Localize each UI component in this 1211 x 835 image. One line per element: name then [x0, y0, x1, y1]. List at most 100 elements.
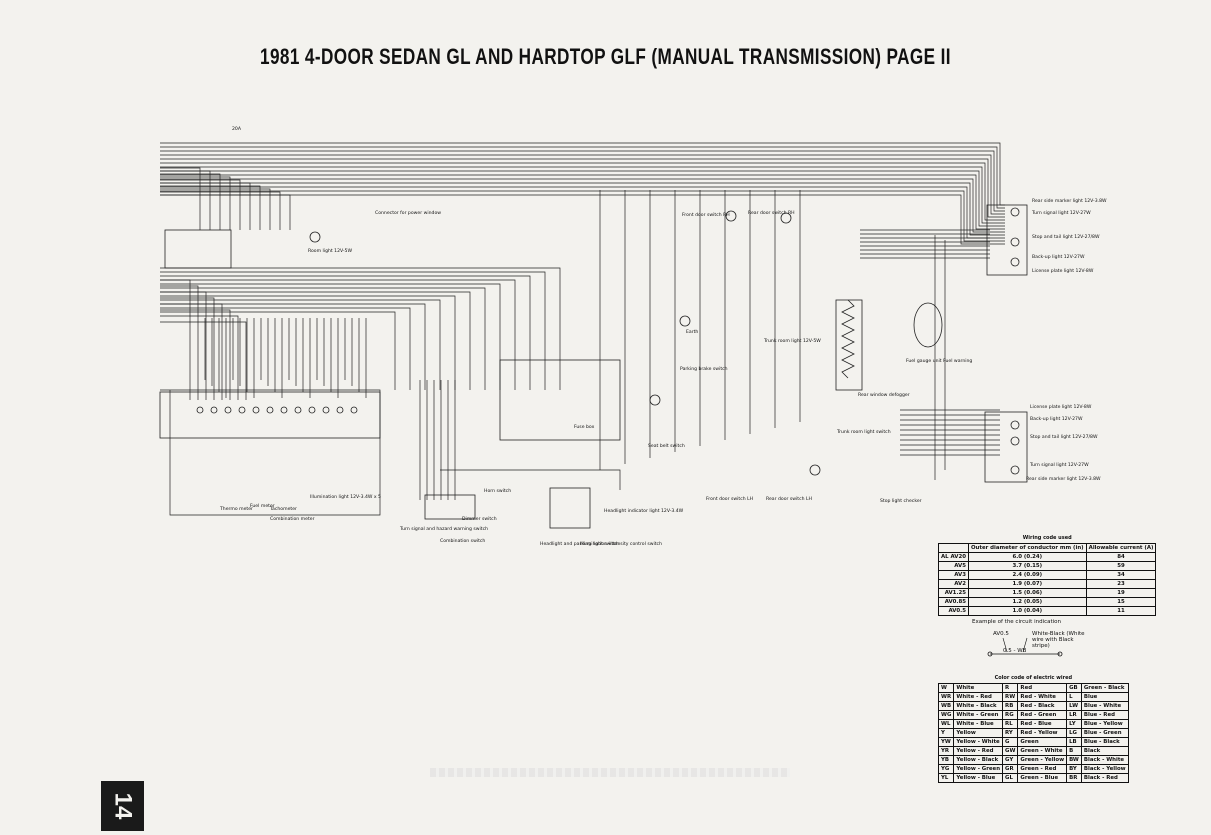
harness-wire — [160, 174, 1005, 230]
label-horn-switch: Horn switch — [484, 488, 511, 494]
color-table-cell: GR — [1002, 764, 1019, 774]
harness-wire — [160, 285, 199, 400]
color-table-cell: Yellow - Blue — [953, 773, 1004, 783]
harness-wire — [160, 158, 1005, 218]
label-front-door-switch-rh: Front door switch RH — [682, 212, 730, 218]
harness-wire — [160, 185, 261, 230]
label-tachometer: Tachometer — [269, 506, 297, 512]
fuel-gauge-unit — [913, 302, 943, 348]
harness-wire — [160, 173, 221, 230]
color-table-cell: Black - Yellow — [1080, 764, 1129, 774]
color-table-cell: GW — [1002, 746, 1019, 756]
color-table-cell: BR — [1066, 773, 1082, 783]
color-table-cell: White - Blue — [953, 719, 1004, 729]
wiring-table-cell: AV2 — [938, 579, 969, 589]
color-table-cell: Red - Blue — [1017, 719, 1068, 729]
label-combination-meter: Combination meter — [270, 516, 315, 522]
component-symbols — [159, 204, 1028, 529]
meter-terminal — [350, 406, 358, 414]
label-headlight-indicator: Headlight indicator light 12V-3.4W — [604, 508, 684, 514]
circuit-example-code: AV0.5 — [993, 631, 1009, 637]
color-table-cell: Blue - White — [1080, 701, 1129, 711]
wiring-table-cell: 23 — [1085, 579, 1157, 589]
harness-wire — [160, 267, 561, 390]
page-title: 1981 4-DOOR SEDAN GL AND HARDTOP GLF (MA… — [260, 44, 951, 69]
label-fuse-box: Fuse box — [574, 424, 595, 430]
label-trunk-room-light-switch: Trunk room light switch — [836, 429, 891, 435]
label-rear-door-switch-lh: Rear door switch LH — [766, 496, 812, 502]
color-table-cell: Yellow - Black — [953, 755, 1004, 765]
harness-wire — [160, 146, 1005, 209]
color-table-cell: BW — [1066, 755, 1082, 765]
defogger-element — [841, 299, 855, 379]
harness-wire — [160, 275, 531, 390]
label-connector-power-window: Connector for power window — [375, 210, 441, 216]
harness-wire — [160, 178, 1005, 233]
meter-terminal — [308, 406, 316, 414]
lamp-icon — [1010, 420, 1020, 430]
harness-wire — [440, 469, 621, 490]
color-table-cell: W — [937, 683, 955, 693]
label-earth: Earth — [686, 329, 698, 335]
color-table-cell: WB — [937, 701, 955, 711]
harness-wire — [160, 188, 271, 230]
bulb-icon — [780, 212, 792, 224]
color-table-cell: Green - Red — [1017, 764, 1068, 774]
harness-wire — [160, 287, 486, 390]
bulb-icon — [809, 464, 821, 476]
color-table-cell: Green — [1017, 737, 1068, 747]
color-table-cell: YB — [937, 755, 955, 765]
meter-terminal — [336, 406, 344, 414]
color-table-cell: GY — [1002, 755, 1019, 765]
color-table-cell: WR — [937, 692, 955, 702]
harness-wire — [160, 321, 247, 400]
wiring-table-cell: AV0.85 — [938, 597, 969, 607]
label-parking-brake-switch: Parking brake switch — [680, 366, 728, 372]
color-table-cell: WL — [937, 719, 955, 729]
bleed-through-text — [430, 768, 790, 777]
color-table-cell: Black - Red — [1080, 773, 1129, 783]
combination-switch — [424, 494, 476, 520]
color-table-cell: Green - Black — [1080, 683, 1129, 693]
harness-wire — [160, 295, 456, 390]
harness-wire — [160, 142, 1005, 206]
color-table-cell: RL — [1002, 719, 1019, 729]
headlight-switch — [549, 487, 591, 529]
circuit-example-symbol — [987, 637, 1063, 657]
meter-terminal — [238, 406, 246, 414]
color-table-cell: Red - Black — [1017, 701, 1068, 711]
harness-wire — [160, 166, 1005, 224]
label-stop-tail-l: Stop and tail light 12V-27/8W — [1030, 434, 1098, 440]
color-table-cell: Red - White — [1017, 692, 1068, 702]
label-front-door-switch-lh: Front door switch LH — [706, 496, 753, 502]
wiring-table-cell: 34 — [1085, 570, 1157, 580]
color-table-cell: LB — [1066, 737, 1082, 747]
relay-box — [164, 229, 232, 269]
harness-wire — [160, 194, 1005, 245]
circuit-example-wire: 0.5 - WB — [1003, 648, 1027, 654]
wiring-table-cell: 59 — [1085, 561, 1157, 571]
wiring-table-cell: 1.5 (0.06) — [967, 588, 1087, 598]
color-table-cell: L — [1066, 692, 1082, 702]
wiring-table-cell: 1.9 (0.07) — [967, 579, 1087, 589]
harness-wire — [160, 190, 1005, 242]
color-table-cell: Yellow - Green — [953, 764, 1004, 774]
meter-terminal — [280, 406, 288, 414]
meter-terminal — [196, 406, 204, 414]
label-turn-signal-r: Turn signal light 12V-27W — [1031, 210, 1091, 216]
rear-combination-light-r — [986, 204, 1028, 276]
lamp-icon — [1010, 465, 1020, 475]
circuit-example-note: White-Black (White wire with Black strip… — [1032, 631, 1085, 649]
fuse-box — [499, 359, 621, 441]
harness-wire — [160, 303, 223, 400]
wiring-table-caption: Wiring code used — [1022, 535, 1072, 541]
wiring-table-cell: 2.4 (0.09) — [967, 570, 1087, 580]
meter-terminal — [322, 406, 330, 414]
